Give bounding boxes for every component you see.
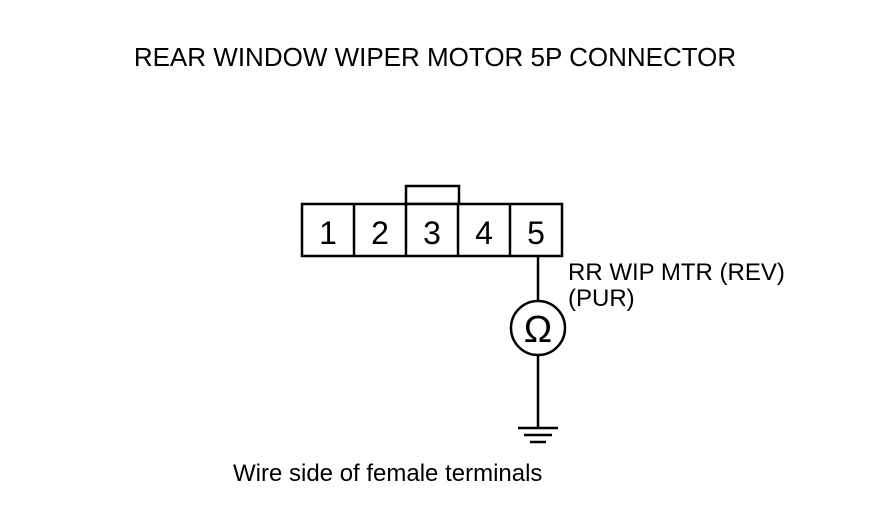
pin-1-label: 1 bbox=[319, 215, 337, 251]
ohmmeter: Ω bbox=[509, 299, 567, 357]
wire-color-label: (PUR) bbox=[568, 285, 635, 312]
connector-body: 1 2 3 4 5 bbox=[300, 202, 564, 258]
pin-2-label: 2 bbox=[371, 215, 389, 251]
ohm-icon: Ω bbox=[524, 309, 552, 351]
pin-5-label: 5 bbox=[527, 215, 545, 251]
pin-3-label: 3 bbox=[423, 215, 441, 251]
ground-icon bbox=[518, 426, 558, 444]
wire-label: RR WIP MTR (REV) bbox=[568, 259, 785, 286]
diagram-caption: Wire side of female terminals bbox=[233, 460, 542, 487]
pin-4-label: 4 bbox=[475, 215, 493, 251]
connector-housing bbox=[300, 202, 564, 258]
diagram-title: REAR WINDOW WIPER MOTOR 5P CONNECTOR bbox=[134, 42, 736, 72]
connector-lock-tab bbox=[404, 184, 461, 206]
